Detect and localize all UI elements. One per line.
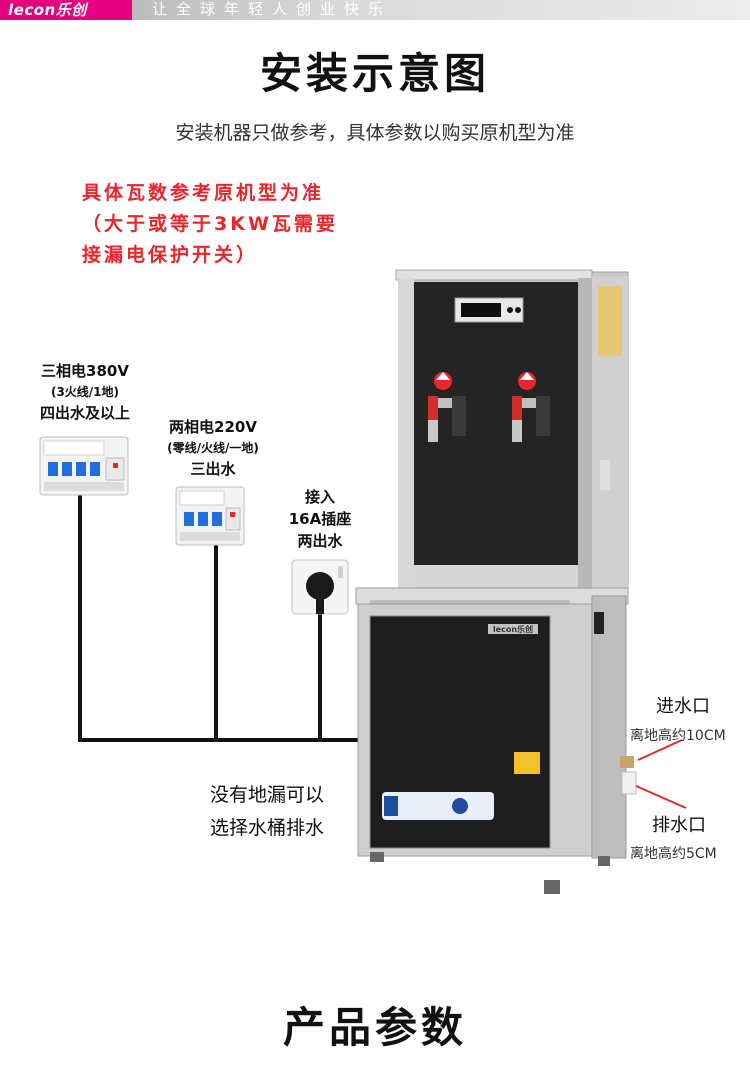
outlet-pointer-line: [635, 785, 687, 809]
machine-brand-plate: lecon乐创: [492, 625, 534, 634]
brand-logo: lecon乐创: [0, 0, 132, 20]
drain-note: 没有地漏可以 选择水桶排水: [210, 784, 325, 839]
page-title: 安装示意图: [259, 49, 490, 98]
outlet-title: 排水口: [652, 815, 706, 836]
wall-socket-icon: [291, 559, 349, 615]
inlet-title: 进水口: [656, 696, 710, 717]
brand-slogan: 让全球年轻人创业快乐: [152, 0, 393, 18]
power-option-three-phase: 三相电380V (3火线/1地) 四出水及以上: [39, 362, 130, 422]
two-phase-breaker-icon: [175, 486, 245, 546]
outlet-height-note: 离地高约5CM: [630, 846, 717, 862]
hot-water-tap-left-icon: [428, 372, 466, 442]
top-banner: lecon乐创 让全球年轻人创业快乐: [0, 0, 750, 20]
power-option-socket: 接入 16A插座 两出水: [288, 488, 352, 550]
inlet-height-note: 离地高约10CM: [630, 728, 726, 744]
page-subtitle: 安装机器只做参考，具体参数以购买原机型为准: [175, 122, 575, 144]
section-title-product-params: 产品参数: [282, 1003, 467, 1052]
power-option-two-phase: 两相电220V (零线/火线/一地) 三出水: [167, 418, 259, 478]
inlet-pointer-line: [637, 739, 683, 761]
power-cables: [78, 490, 360, 742]
hot-water-tap-right-icon: [512, 372, 550, 442]
three-phase-breaker-icon: [39, 436, 129, 496]
water-boiler-machine: [355, 269, 637, 894]
power-warning-note: 具体瓦数参考原机型为准（大于或等于3KW瓦需要接漏电保护开关）: [82, 182, 338, 266]
